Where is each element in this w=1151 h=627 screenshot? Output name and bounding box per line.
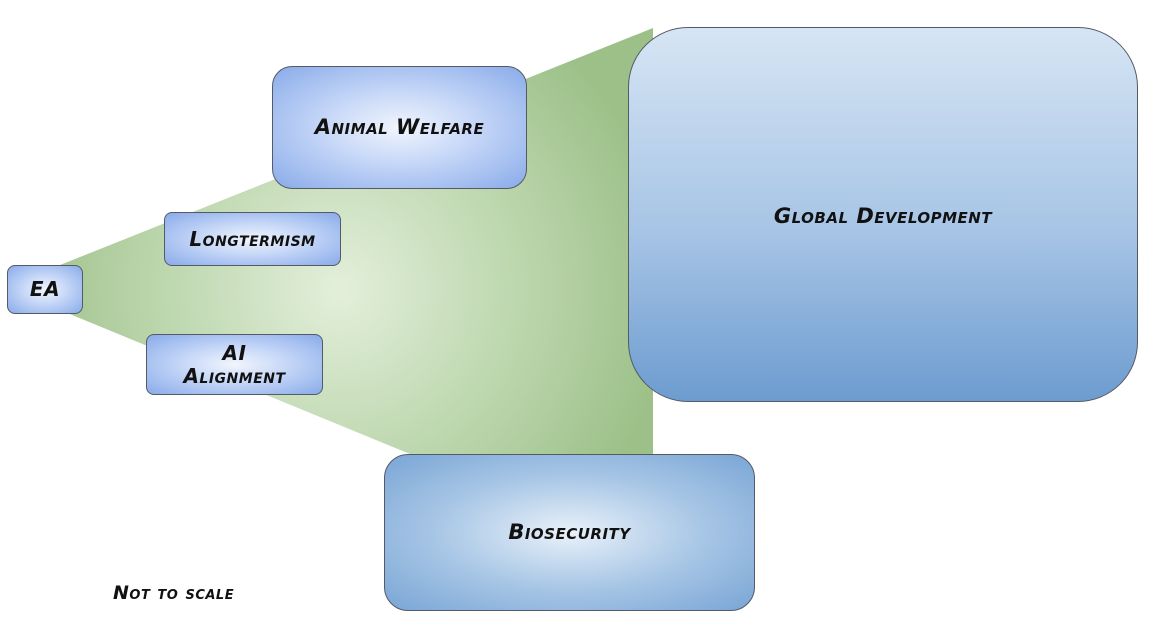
- animal-welfare-label: Animal Welfare: [314, 115, 485, 140]
- not-to-scale-note: Not to scale: [113, 582, 235, 604]
- ai-alignment-box: AI Alignment: [146, 334, 323, 395]
- animal-welfare-box: Animal Welfare: [272, 66, 527, 189]
- biosecurity-label: Biosecurity: [508, 520, 631, 545]
- global-development-label: Global Development: [773, 204, 993, 228]
- global-development-box: Global Development: [628, 27, 1138, 402]
- ai-alignment-label: AI Alignment: [183, 340, 286, 388]
- longtermism-label: Longtermism: [189, 226, 316, 251]
- ea-label: EA: [29, 277, 61, 301]
- ai-alignment-label-line-1: AI: [222, 340, 247, 365]
- longtermism-box: Longtermism: [164, 212, 341, 266]
- ea-box: EA: [7, 265, 83, 314]
- ai-alignment-label-line-2: Alignment: [183, 363, 286, 388]
- biosecurity-box: Biosecurity: [384, 454, 755, 611]
